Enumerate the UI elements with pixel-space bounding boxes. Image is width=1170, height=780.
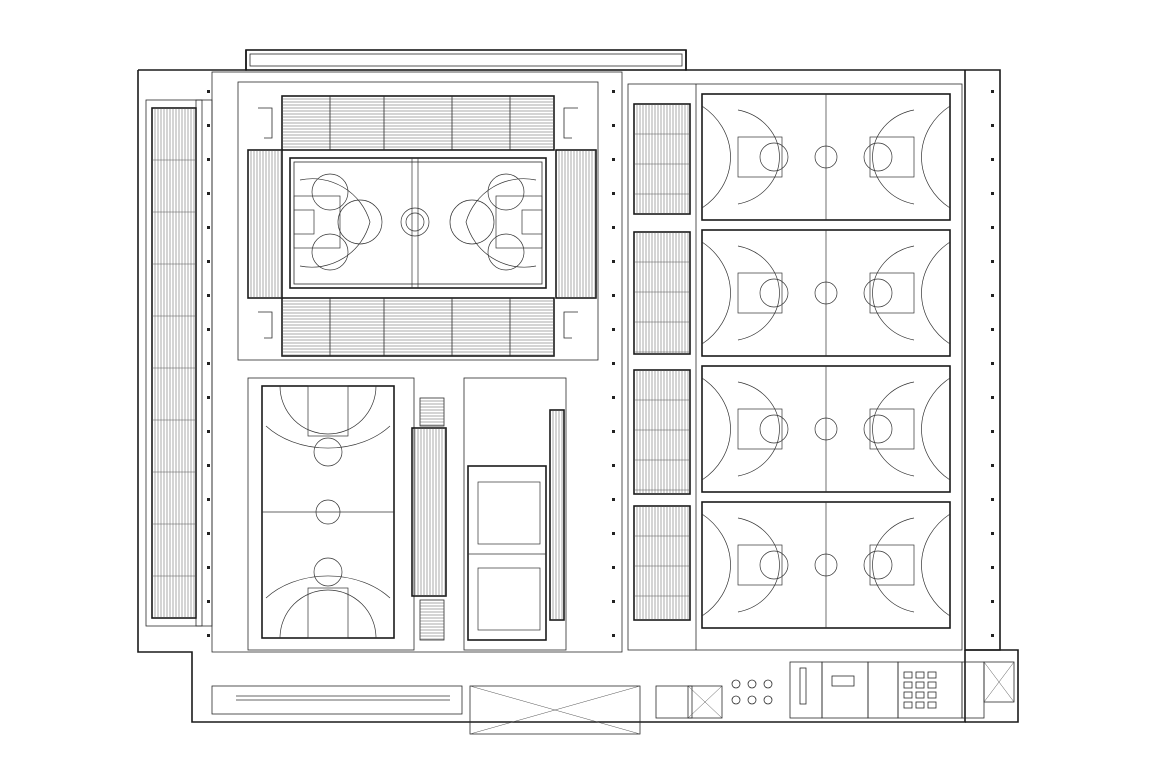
column [207, 464, 210, 467]
desk [927, 671, 937, 679]
column [612, 362, 615, 365]
round-table [747, 679, 757, 689]
west-long-stand [145, 99, 213, 627]
column [612, 226, 615, 229]
round-table [763, 695, 773, 705]
service-rooms [655, 661, 1015, 719]
column [612, 124, 615, 127]
desk [927, 681, 937, 689]
desk [903, 681, 913, 689]
column [991, 600, 994, 603]
column [991, 328, 994, 331]
basketball-court [701, 501, 951, 629]
column [991, 260, 994, 263]
desk [903, 691, 913, 699]
column [991, 566, 994, 569]
column [207, 294, 210, 297]
desk [915, 701, 925, 709]
column [207, 90, 210, 93]
counter [799, 667, 807, 705]
column [991, 362, 994, 365]
column [612, 464, 615, 467]
column [991, 158, 994, 161]
column [612, 430, 615, 433]
column [991, 498, 994, 501]
column [991, 192, 994, 195]
column [612, 90, 615, 93]
column [612, 396, 615, 399]
column [207, 192, 210, 195]
main-court [289, 157, 547, 289]
column [207, 158, 210, 161]
column [612, 600, 615, 603]
lower-left-court [247, 377, 415, 651]
column [207, 532, 210, 535]
column [991, 124, 994, 127]
round-table [763, 679, 773, 689]
structural-columns [207, 90, 994, 637]
seating-block-east [555, 149, 597, 299]
column [612, 328, 615, 331]
column [991, 532, 994, 535]
desk [903, 701, 913, 709]
column [207, 600, 210, 603]
basketball-court [701, 365, 951, 493]
column [612, 498, 615, 501]
basketball-court [701, 229, 951, 357]
desk [903, 671, 913, 679]
basketball-court [701, 93, 951, 221]
volleyball-stand [549, 409, 565, 621]
desk [927, 701, 937, 709]
column [207, 260, 210, 263]
column [991, 634, 994, 637]
column [991, 90, 994, 93]
round-table [747, 695, 757, 705]
column [612, 158, 615, 161]
column [207, 124, 210, 127]
seating-block-south [281, 297, 555, 357]
desk [927, 691, 937, 699]
column [612, 532, 615, 535]
column [612, 566, 615, 569]
column [207, 226, 210, 229]
column [207, 396, 210, 399]
desk [915, 681, 925, 689]
right-stand-2 [633, 231, 691, 355]
round-table [731, 695, 741, 705]
column [612, 260, 615, 263]
arena-corner-stairs [258, 107, 578, 339]
right-stand-1 [633, 103, 691, 215]
middle-stand [411, 397, 447, 641]
column [207, 430, 210, 433]
column [612, 192, 615, 195]
building-outline [137, 49, 1019, 735]
column [991, 226, 994, 229]
volleyball-hall [463, 377, 567, 651]
desk [915, 671, 925, 679]
column [207, 498, 210, 501]
round-table [731, 679, 741, 689]
right-stand-3 [633, 369, 691, 495]
column [991, 396, 994, 399]
desk [915, 691, 925, 699]
column [207, 566, 210, 569]
meeting-table [831, 675, 855, 687]
column [612, 634, 615, 637]
column [612, 294, 615, 297]
column [991, 294, 994, 297]
right-hall [627, 83, 963, 651]
column [207, 634, 210, 637]
column [207, 328, 210, 331]
column [991, 464, 994, 467]
seating-block-west [247, 149, 283, 299]
main-arena [237, 81, 599, 361]
column [991, 430, 994, 433]
column [207, 362, 210, 365]
right-stand-4 [633, 505, 691, 621]
